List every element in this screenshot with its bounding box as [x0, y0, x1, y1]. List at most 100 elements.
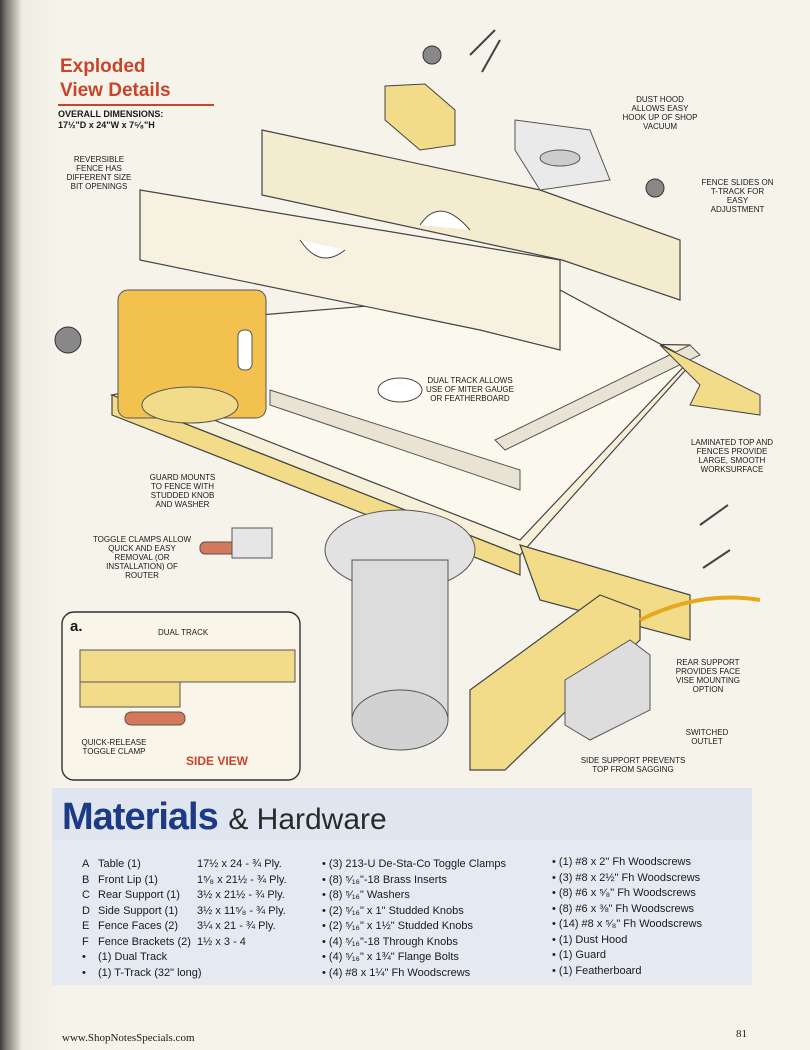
bullet: • — [322, 873, 329, 886]
hardware-item: • (2) ⁵⁄₁₆" x 1½" Studded Knobs — [322, 919, 552, 935]
overall-dimensions-label: OVERALL DIMENSIONS: — [58, 109, 164, 119]
hardware-item: • (4) #8 x 1¼" Fh Woodscrews — [322, 966, 552, 982]
bullet: • — [552, 856, 559, 868]
hardware-label: (8) ⁵⁄₁₆"-18 Brass Inserts — [328, 873, 448, 886]
hardware-item: • (8) #6 x ⅜" Fh Woodscrews — [552, 902, 752, 918]
part-dimensions: 3½ x 21½ - ¾ Ply. — [197, 889, 285, 901]
part-name: Side Support (1) — [98, 904, 179, 917]
bullet: • — [552, 933, 559, 946]
callout-guard-mounts: GUARD MOUNTS TO FENCE WITH STUDDED KNOB … — [149, 473, 216, 509]
hardware-item: • (8) ⁵⁄₁₆"-18 Brass Inserts — [322, 873, 552, 889]
part-dimensions: 3¼ x 21 - ¾ Ply. — [197, 920, 276, 932]
hardware-label: (1) Featherboard — [558, 964, 642, 977]
part-key: • — [82, 966, 86, 979]
hardware-item: • (1) #8 x 2" Fh Woodscrews — [552, 855, 752, 871]
hardware-item: • (4) ⁵⁄₁₆" x 1¾" Flange Bolts — [322, 950, 552, 966]
part-name: Front Lip (1) — [98, 873, 158, 886]
callout-side-support: SIDE SUPPORT PREVENTS TOP FROM SAGGING — [580, 756, 686, 774]
bullet: • — [322, 920, 329, 932]
hardware-label: (1) Dust Hood — [558, 933, 628, 946]
callout-rear-support: REAR SUPPORT PROVIDES FACE VISE MOUNTING… — [675, 658, 741, 694]
hardware-label: (14) #8 x ⁵⁄₈" Fh Woodscrews — [558, 918, 702, 930]
part-row: B Front Lip (1) 1⁵⁄₈ x 21½ - ¾ Ply. — [82, 873, 322, 889]
hardware-label: (1) #8 x 2" Fh Woodscrews — [558, 856, 692, 868]
page-title: Exploded View Details — [60, 55, 220, 103]
bullet: • — [322, 858, 329, 870]
part-dimensions: 1⁵⁄₈ x 21½ - ¾ Ply. — [197, 873, 287, 886]
materials-title-bold: Materials — [62, 796, 219, 838]
part-name: Fence Faces (2) — [98, 920, 179, 932]
part-key: B — [82, 873, 90, 886]
bullet: • — [552, 871, 559, 884]
inset-label: a. — [70, 618, 83, 635]
part-dimensions: 3½ x 11⁵⁄₈ - ¾ Ply. — [197, 904, 286, 917]
hardware-label: (2) ⁵⁄₁₆" x 1" Studded Knobs — [328, 904, 464, 917]
callout-switched-outlet: SWITCHED OUTLET — [685, 728, 729, 746]
hardware-item: • (1) Dust Hood — [552, 933, 752, 949]
exploded-view-drawing — [54, 29, 761, 781]
hardware-label: (2) ⁵⁄₁₆" x 1½" Studded Knobs — [328, 920, 473, 932]
callout-laminated-top: LAMINATED TOP AND FENCES PROVIDE LARGE, … — [690, 438, 774, 474]
part-row: C Rear Support (1) 3½ x 21½ - ¾ Ply. — [82, 888, 322, 904]
part-key: • — [82, 951, 86, 963]
part-name: (1) Dual Track — [98, 951, 168, 963]
bullet: • — [552, 949, 559, 961]
title-line-2: View Details — [60, 80, 171, 101]
callout-dust-hood: DUST HOOD ALLOWS EASY HOOK UP OF SHOP VA… — [622, 95, 698, 131]
materials-title-rest: & Hardware — [228, 803, 387, 836]
materials-title: Materials & Hardware — [62, 795, 387, 842]
part-key: C — [82, 889, 90, 901]
hardware-label: (4) ⁵⁄₁₆"-18 Through Knobs — [328, 935, 458, 948]
part-row: • (1) Dual Track — [82, 950, 322, 966]
hardware-label: (8) #6 x ⁵⁄₈" Fh Woodscrews — [558, 887, 696, 899]
hardware-label: (1) Guard — [558, 949, 606, 961]
materials-header-band — [52, 788, 752, 840]
bullet: • — [322, 966, 329, 979]
callout-reversible-fence: REVERSIBLE FENCE HAS DIFFERENT SIZE BIT … — [66, 155, 132, 191]
part-key: D — [82, 904, 90, 917]
part-dimensions: 1½ x 3 - 4 — [197, 935, 246, 948]
bullet: • — [552, 902, 559, 915]
hardware-item: • (8) ⁵⁄₁₆" Washers — [322, 888, 552, 904]
bullet: • — [552, 887, 559, 899]
callout-inset-dual-track: DUAL TRACK — [158, 628, 209, 637]
part-name: Fence Brackets (2) — [98, 935, 191, 948]
hardware-label: (4) #8 x 1¼" Fh Woodscrews — [328, 966, 471, 979]
title-line-1: Exploded — [60, 56, 146, 77]
page-number: 81 — [736, 1028, 747, 1040]
part-row: • (1) T-Track (32" long) — [82, 966, 322, 982]
hardware-item: • (1) Featherboard — [552, 964, 752, 980]
hardware-item: • (8) #6 x ⁵⁄₈" Fh Woodscrews — [552, 886, 752, 902]
hardware-label: (8) ⁵⁄₁₆" Washers — [328, 889, 410, 901]
hardware-list-2: • (1) #8 x 2" Fh Woodscrews• (3) #8 x 2½… — [552, 855, 752, 979]
part-key: A — [82, 858, 90, 870]
side-view-label: SIDE VIEW — [186, 754, 249, 768]
part-name: (1) T-Track (32" long) — [98, 966, 202, 979]
hardware-item: • (2) ⁵⁄₁₆" x 1" Studded Knobs — [322, 904, 552, 920]
hardware-list-1: • (3) 213-U De-Sta-Co Toggle Clamps• (8)… — [322, 857, 552, 981]
hardware-item: • (3) 213-U De-Sta-Co Toggle Clamps — [322, 857, 552, 873]
part-key: F — [82, 935, 89, 948]
bullet: • — [322, 951, 329, 963]
part-row: D Side Support (1) 3½ x 11⁵⁄₈ - ¾ Ply. — [82, 904, 322, 920]
hardware-item: • (1) Guard — [552, 948, 752, 964]
footer-url: www.ShopNotesSpecials.com — [62, 1032, 195, 1044]
part-dimensions: 17½ x 24 - ¾ Ply. — [197, 858, 282, 870]
hardware-item: • (3) #8 x 2½" Fh Woodscrews — [552, 871, 752, 887]
bullet: • — [322, 889, 329, 901]
callout-quick-release: QUICK-RELEASE TOGGLE CLAMP — [81, 738, 147, 756]
hardware-item: • (14) #8 x ⁵⁄₈" Fh Woodscrews — [552, 917, 752, 933]
part-row: F Fence Brackets (2) 1½ x 3 - 4 — [82, 935, 322, 951]
hardware-label: (4) ⁵⁄₁₆" x 1¾" Flange Bolts — [328, 951, 459, 963]
hardware-item: • (4) ⁵⁄₁₆"-18 Through Knobs — [322, 935, 552, 951]
bullet: • — [322, 935, 329, 948]
callout-fence-slides: FENCE SLIDES ON T-TRACK FOR EASY ADJUSTM… — [701, 178, 774, 214]
part-name: Rear Support (1) — [98, 889, 180, 901]
bullet: • — [552, 918, 559, 930]
hardware-label: (3) #8 x 2½" Fh Woodscrews — [558, 871, 701, 884]
materials-list-panel — [52, 840, 752, 985]
